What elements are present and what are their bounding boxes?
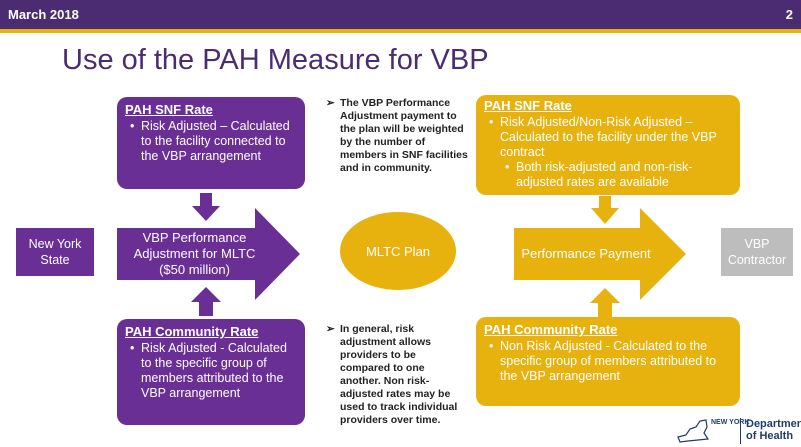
note-top-marker: ➢ bbox=[326, 97, 335, 109]
left-community-rate-box: PAH Community Rate Risk Adjusted - Calcu… bbox=[117, 319, 305, 425]
top-bar: March 2018 2 bbox=[0, 0, 801, 29]
right-community-heading: PAH Community Rate bbox=[484, 322, 618, 337]
left-community-bullet: Risk Adjusted - Calculated to the specif… bbox=[130, 341, 297, 401]
right-snf-sub-bullet: Both risk-adjusted and non-risk-adjusted… bbox=[505, 160, 732, 190]
vbp-contractor-box: VBP Contractor bbox=[721, 228, 793, 276]
slide-date: March 2018 bbox=[8, 7, 79, 22]
logo-department-text: Department of Health bbox=[746, 418, 801, 442]
left-arrow-label: VBP Performance Adjustment for MLTC ($50… bbox=[133, 230, 256, 277]
note-top: ➢ The VBP Performance Adjustment payment… bbox=[326, 97, 468, 175]
right-community-rate-box: PAH Community Rate Non Risk Adjusted - C… bbox=[476, 317, 740, 406]
logo-state-text: NEW YORK bbox=[711, 419, 750, 426]
note-top-text: The VBP Performance Adjustment payment t… bbox=[340, 97, 468, 174]
note-bottom: ➢ In general, risk adjustment allows pro… bbox=[326, 323, 468, 427]
right-community-bullet: Non Risk Adjusted - Calculated to the sp… bbox=[489, 339, 732, 384]
slide-title: Use of the PAH Measure for VBP bbox=[62, 44, 489, 76]
right-main-arrow bbox=[514, 208, 686, 300]
gold-divider bbox=[0, 29, 801, 33]
right-down-arrow bbox=[591, 196, 619, 224]
left-snf-heading: PAH SNF Rate bbox=[125, 102, 213, 117]
logo-separator bbox=[740, 418, 741, 444]
note-bottom-marker: ➢ bbox=[326, 323, 335, 335]
note-bottom-text: In general, risk adjustment allows provi… bbox=[340, 323, 458, 426]
left-down-arrow bbox=[192, 193, 220, 221]
slide-number: 2 bbox=[785, 7, 793, 22]
left-up-arrow bbox=[191, 287, 221, 316]
right-arrow-label: Performance Payment bbox=[521, 246, 651, 261]
left-snf-rate-box: PAH SNF Rate Risk Adjusted – Calculated … bbox=[117, 97, 305, 189]
right-snf-bullet-text: Risk Adjusted/Non-Risk Adjusted – Calcul… bbox=[500, 115, 717, 159]
new-york-state-box: New York State bbox=[16, 228, 94, 276]
left-snf-bullet: Risk Adjusted – Calculated to the facili… bbox=[130, 119, 297, 164]
right-snf-rate-box: PAH SNF Rate Risk Adjusted/Non-Risk Adju… bbox=[476, 95, 740, 195]
nys-doh-logo: NEW YORK Department of Health bbox=[676, 412, 801, 447]
mltc-plan-circle: MLTC Plan bbox=[340, 212, 456, 290]
right-snf-heading: PAH SNF Rate bbox=[484, 98, 572, 113]
left-community-heading: PAH Community Rate bbox=[125, 324, 259, 339]
right-up-arrow bbox=[590, 288, 620, 317]
ny-state-outline-icon bbox=[677, 419, 710, 443]
right-snf-bullet: Risk Adjusted/Non-Risk Adjusted – Calcul… bbox=[489, 115, 732, 190]
left-main-arrow bbox=[117, 208, 300, 300]
